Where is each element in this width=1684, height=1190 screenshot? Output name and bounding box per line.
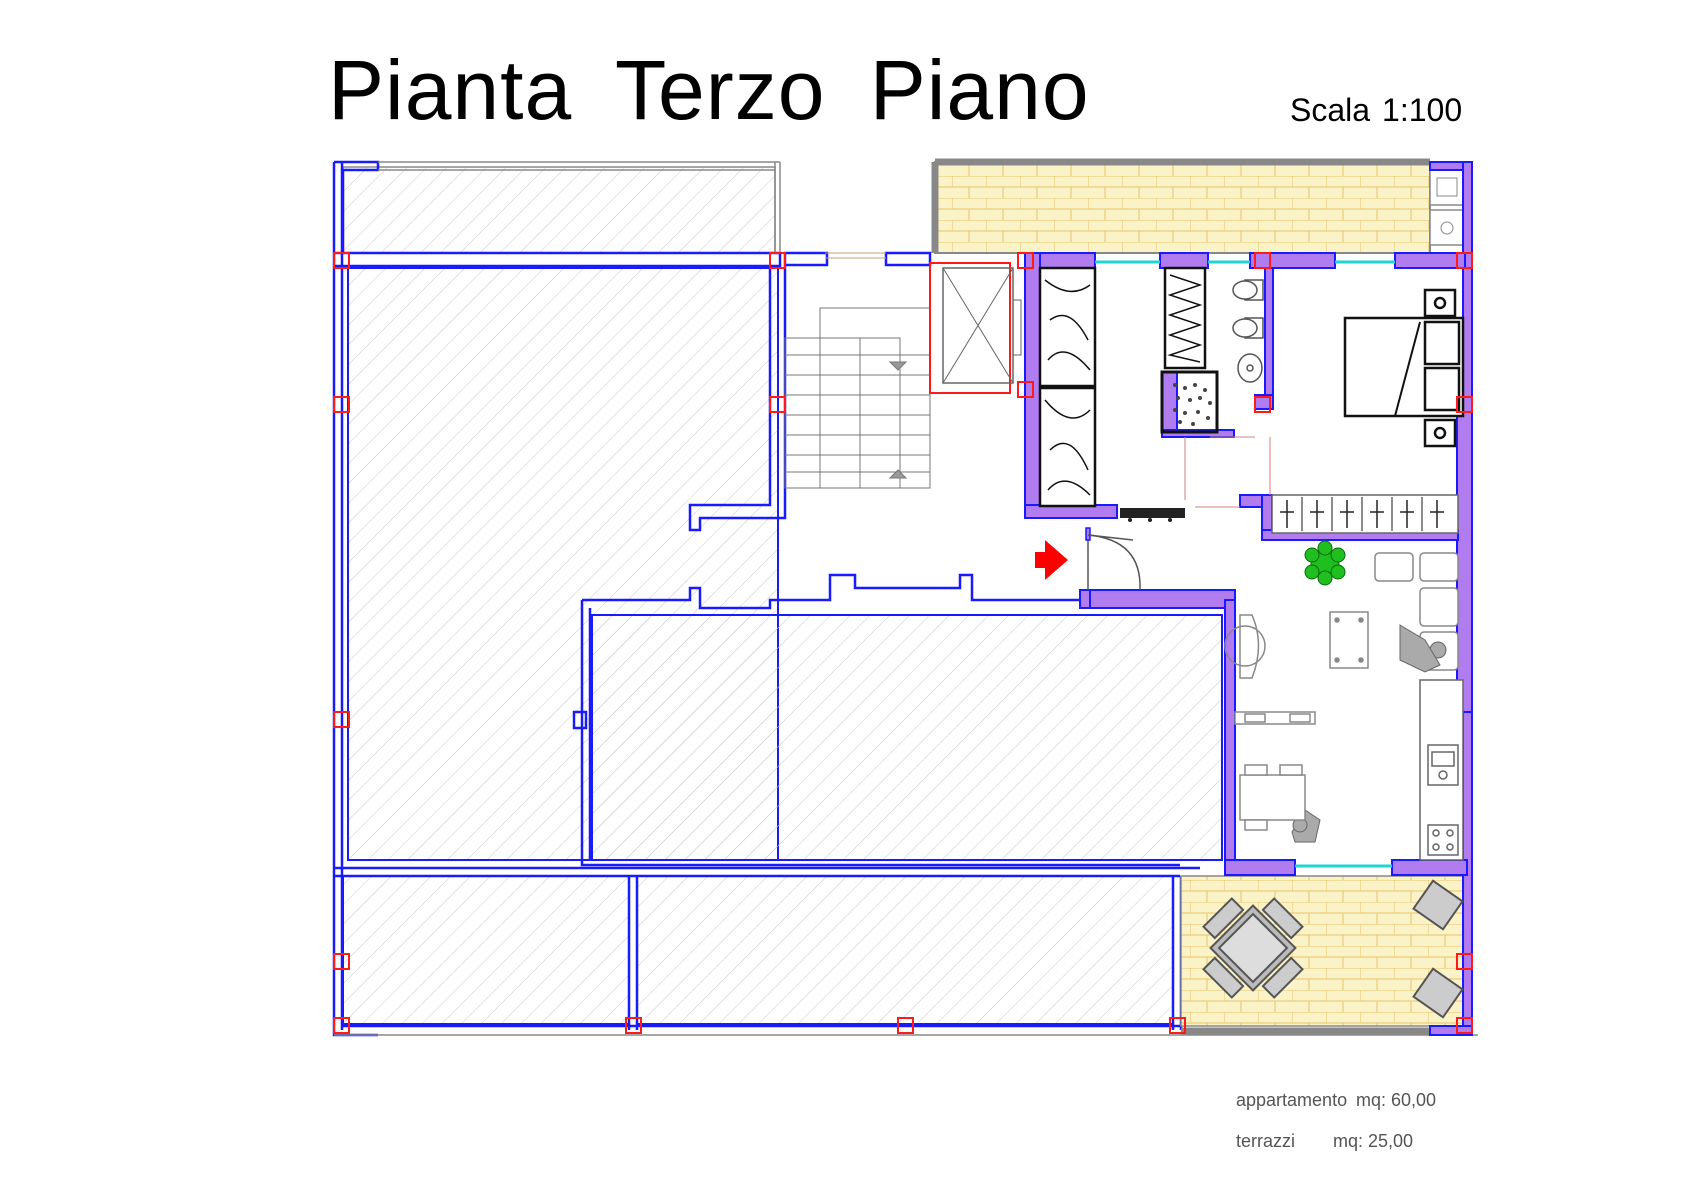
terrace-area-label: terrazzi — [1236, 1131, 1296, 1151]
desk-icon — [1224, 614, 1316, 725]
apartment-area-label: appartamento — [1236, 1090, 1348, 1110]
apartment-area-value: mq: 60,00 — [1356, 1090, 1437, 1110]
entrance-door — [1085, 527, 1141, 591]
page-title: Pianta Terzo Piano — [328, 43, 1090, 137]
counter-icon — [1271, 494, 1459, 534]
pillars — [333, 252, 1473, 1034]
dining-table-icon — [1239, 764, 1306, 831]
neighbour-units — [342, 166, 1223, 1025]
terrace-area: terrazzi mq: 25,00 — [1236, 1131, 1413, 1152]
scale-label: Scala 1:100 — [1290, 92, 1462, 129]
scale-text: Scala — [1290, 92, 1371, 128]
entrance-arrow-icon — [1035, 540, 1068, 580]
plant-icon — [1304, 540, 1346, 586]
radiator-icon — [1120, 508, 1185, 522]
double-bed-icon — [1343, 288, 1465, 448]
partitions — [825, 252, 1271, 508]
scale-value: 1:100 — [1382, 92, 1463, 128]
outer-walls — [332, 160, 1478, 1037]
shower-icon — [1160, 370, 1219, 434]
windows — [1095, 260, 1395, 868]
apartment-area: appartamento mq: 60,00 — [1236, 1090, 1436, 1111]
toilet-icon — [1232, 279, 1264, 383]
sofa-icon — [1038, 266, 1097, 508]
kitchen-icon — [1419, 679, 1464, 861]
wardrobe-icon — [1163, 266, 1207, 370]
stair-icon — [784, 307, 931, 489]
terrace-top — [931, 158, 1466, 254]
terrace-area-value: mq: 25,00 — [1333, 1131, 1414, 1151]
elevator-icon — [929, 262, 1022, 394]
outdoor-table-icon — [1202, 879, 1464, 1019]
apartment-walls — [1024, 161, 1473, 1036]
